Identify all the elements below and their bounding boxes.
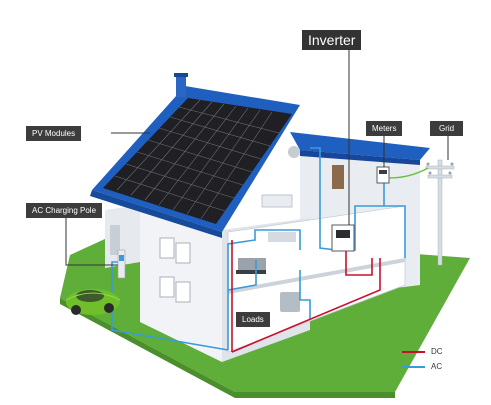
loads-label: Loads bbox=[236, 312, 270, 327]
inverter-label: Inverter bbox=[302, 30, 362, 50]
grid-cable bbox=[388, 167, 429, 179]
electric-car-icon bbox=[65, 289, 121, 315]
pv-module-array bbox=[103, 98, 292, 224]
meter-device-icon bbox=[376, 166, 390, 184]
inverter-device-icon bbox=[331, 224, 355, 252]
grid-label: Grid bbox=[430, 121, 464, 136]
utility-pole-icon bbox=[425, 159, 455, 266]
legend-ac-label: AC bbox=[431, 362, 443, 371]
house-main bbox=[105, 205, 406, 362]
ac-charging-pole-label: AC Charging Pole bbox=[26, 203, 103, 218]
leader-lines bbox=[65, 48, 449, 266]
charging-pole-icon bbox=[117, 249, 126, 279]
dc-wiring bbox=[231, 240, 381, 353]
pv-modules-label: PV Modules bbox=[26, 126, 82, 141]
legend-dc-label: DC bbox=[431, 347, 443, 356]
meters-label: Meters bbox=[366, 121, 403, 136]
interior bbox=[236, 146, 344, 312]
